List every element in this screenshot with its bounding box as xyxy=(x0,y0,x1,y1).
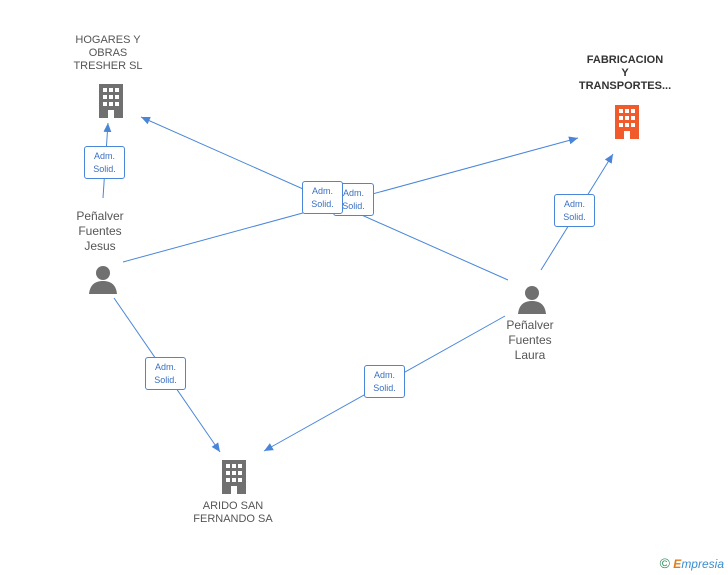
building-icon-fabricacion[interactable] xyxy=(613,105,641,139)
copyright-symbol: © xyxy=(659,555,670,571)
empresia-watermark: © Empresia xyxy=(660,555,724,571)
person-icon-jesus[interactable] xyxy=(88,264,118,294)
building-icon-arido[interactable] xyxy=(220,460,248,494)
node-label-arido[interactable]: ARIDO SAN FERNANDO SA xyxy=(193,500,273,525)
relation-badge-jesus-arido[interactable]: Adm. Solid. xyxy=(145,357,186,390)
building-icon-hogares[interactable] xyxy=(97,84,125,118)
person-icon-laura[interactable] xyxy=(517,284,547,314)
empresia-logo: Empresia xyxy=(673,557,724,571)
node-label-fabricacion[interactable]: FABRICACION Y TRANSPORTES... xyxy=(578,54,672,92)
node-label-hogares[interactable]: HOGARES Y OBRAS TRESHER SL xyxy=(73,34,143,72)
relation-badge-laura-fabricacion[interactable]: Adm. Solid. xyxy=(554,194,595,227)
relation-badge-jesus-fabricacion[interactable]: Adm. Solid. xyxy=(302,181,343,214)
node-label-jesus[interactable]: Peñalver Fuentes Jesus xyxy=(76,209,124,253)
relation-badge-jesus-hogares[interactable]: Adm. Solid. xyxy=(84,146,125,179)
relation-badge-laura-arido[interactable]: Adm. Solid. xyxy=(364,365,405,398)
node-label-laura[interactable]: Peñalver Fuentes Laura xyxy=(506,318,554,362)
